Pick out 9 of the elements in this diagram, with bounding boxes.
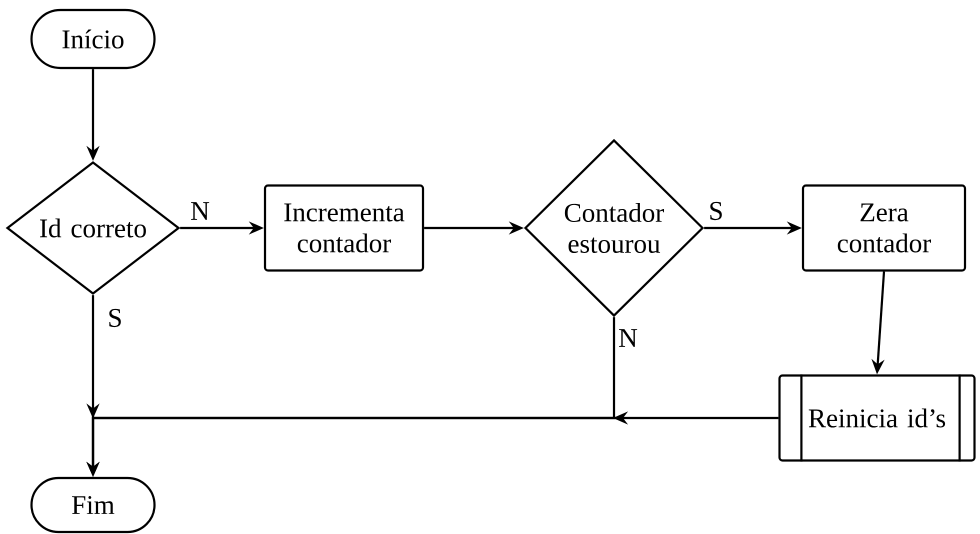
edge-label: N [189,201,211,221]
process-box: Zera contador [802,184,966,272]
edge-label: N [617,328,639,348]
edge-label: S [708,200,725,222]
predefined-process-box: Reinicia id’s [778,374,976,462]
process-box: Incrementa contador [264,184,424,272]
terminal-box: Início [30,8,156,70]
edge-label: S [106,308,124,328]
terminal-box: Fim [30,476,156,534]
